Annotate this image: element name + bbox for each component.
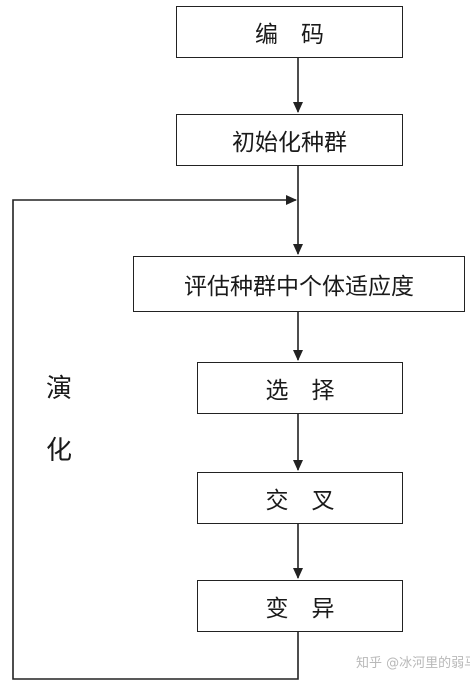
watermark: 知乎 @冰河里的弱马	[356, 656, 470, 671]
init-population-box: 初始化种群	[176, 114, 403, 166]
evaluate-fitness-box: 评估种群中个体适应度	[133, 256, 465, 312]
feedback-loop-line	[12, 195, 299, 680]
mutation-box: 变 异	[197, 580, 403, 632]
loop-label-char-1: 演	[46, 374, 73, 404]
encode-box: 编 码	[176, 6, 403, 58]
crossover-box: 交 叉	[197, 472, 403, 524]
loop-label-char-2: 化	[46, 436, 73, 466]
selection-box: 选 择	[197, 362, 403, 414]
